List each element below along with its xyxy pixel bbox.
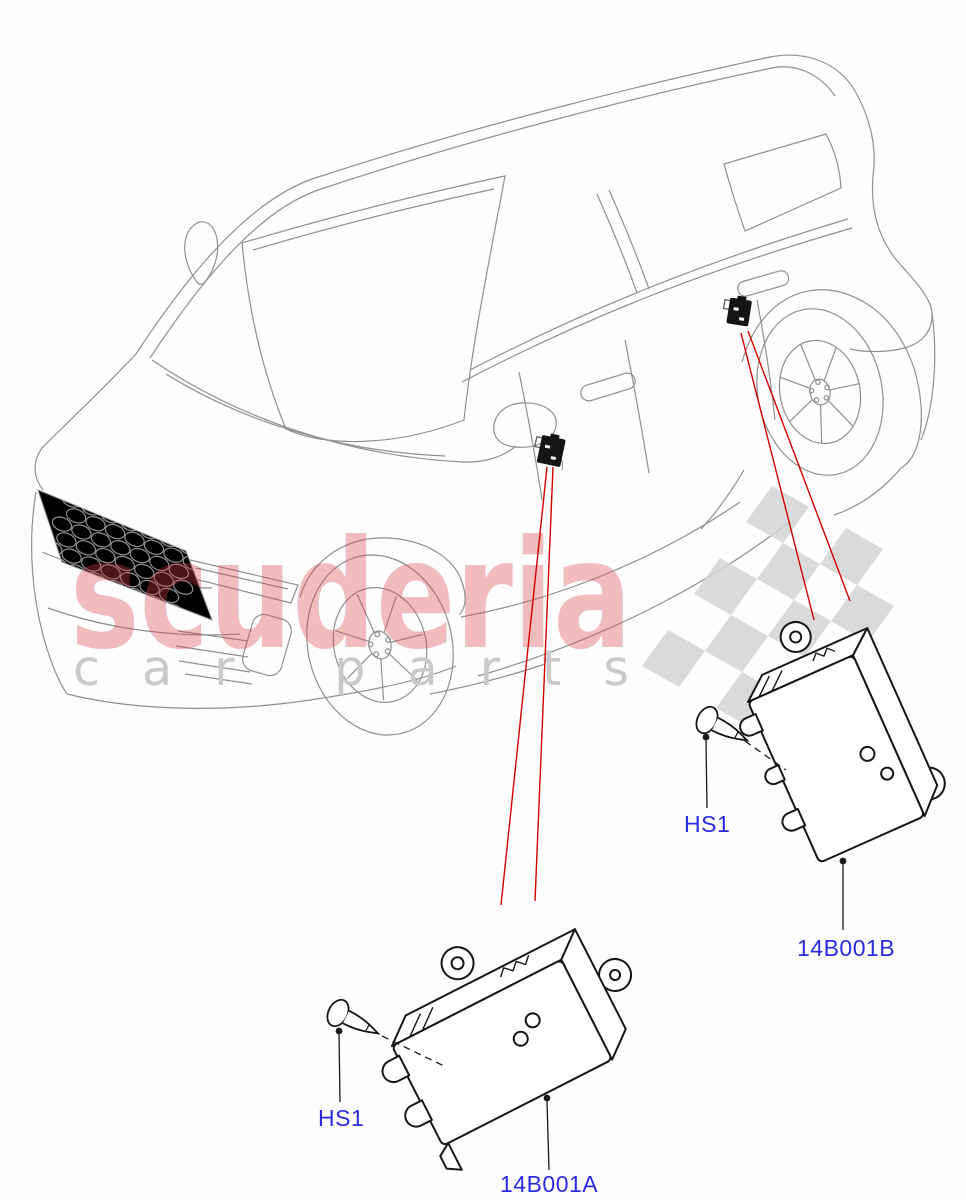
- vehicle-antenna: [184, 221, 219, 285]
- vehicle-hood-sweep-inner: [165, 373, 446, 457]
- dashed-screw-rear: [744, 740, 787, 771]
- vehicle-b-pillar: [596, 193, 638, 294]
- vehicle-bumper-crease-lower: [47, 607, 241, 636]
- quarter-seam: [756, 299, 776, 421]
- vehicle-rocker: [429, 663, 546, 695]
- vehicle-quarter-window: [723, 133, 842, 232]
- callout-line-hs1-front: [338, 1033, 341, 1103]
- module-14b001b-illustration: [739, 620, 946, 863]
- front-door-handle: [580, 372, 636, 402]
- part-label-14b001a[interactable]: 14B001A: [500, 1171, 598, 1197]
- vehicle-illustration: [31, 54, 936, 736]
- brand-watermark-text: scuderia: [70, 509, 632, 683]
- vehicle-sill-lower: [477, 522, 789, 677]
- callout-line-hs1-rear: [705, 739, 708, 809]
- vehicle-hood-left-edge: [34, 353, 137, 491]
- front-door-module-marker: [534, 433, 566, 467]
- vehicle-hood-sweep: [151, 359, 517, 463]
- leader-rear-module-left: [740, 332, 815, 621]
- part-label-14b001b[interactable]: 14B001B: [797, 935, 895, 961]
- rear-wheel: [756, 308, 884, 476]
- front-door-seam: [518, 371, 543, 501]
- rear-fender-arch: [741, 289, 922, 469]
- rear-door-module-marker: [722, 295, 752, 327]
- module-14b001a-illustration: [381, 928, 633, 1171]
- callout-leaders: [338, 739, 844, 1171]
- vehicle-sill: [460, 501, 741, 618]
- rear-lower-right: [833, 467, 902, 516]
- vehicle-b-pillar-inner: [608, 189, 650, 290]
- rear-door-seam: [624, 339, 650, 474]
- rear-lower-left: [700, 469, 745, 530]
- checkered-flag-icon: [642, 486, 894, 729]
- rear-door-handle: [737, 270, 790, 297]
- vehicle-windshield: [241, 175, 506, 443]
- leader-rear-module-right: [747, 330, 851, 602]
- vehicle-windshield-top-inner: [252, 188, 495, 251]
- headlight-inner: [195, 567, 289, 590]
- screw-hs1-rear-illustration: [695, 705, 750, 742]
- vehicle-roofline: [135, 54, 875, 355]
- vehicle-beltline-upper: [469, 218, 849, 371]
- location-leader-lines: [500, 330, 851, 906]
- screw-hs1-front-illustration: [326, 998, 381, 1035]
- leader-front-module-left: [500, 466, 548, 906]
- vehicle-bumper-bottom: [66, 665, 457, 709]
- vehicle-roofline-inner: [149, 66, 836, 359]
- callout-line-14b001a: [546, 1100, 550, 1171]
- fog-lamp: [175, 613, 292, 685]
- part-label-hs1-front[interactable]: HS1: [318, 1105, 364, 1131]
- callout-dots: [335, 733, 847, 1102]
- vehicle-rear-pillar: [849, 175, 933, 353]
- vehicle-beltline: [461, 227, 853, 383]
- front-wheel: [306, 554, 454, 736]
- side-mirror: [493, 402, 557, 448]
- vehicle-front-fender: [299, 537, 466, 616]
- vehicle-rear-edge: [920, 312, 936, 441]
- part-label-hs1-rear[interactable]: HS1: [684, 811, 730, 837]
- vehicle-bumper-left: [31, 491, 68, 695]
- leader-front-module-right: [534, 466, 554, 902]
